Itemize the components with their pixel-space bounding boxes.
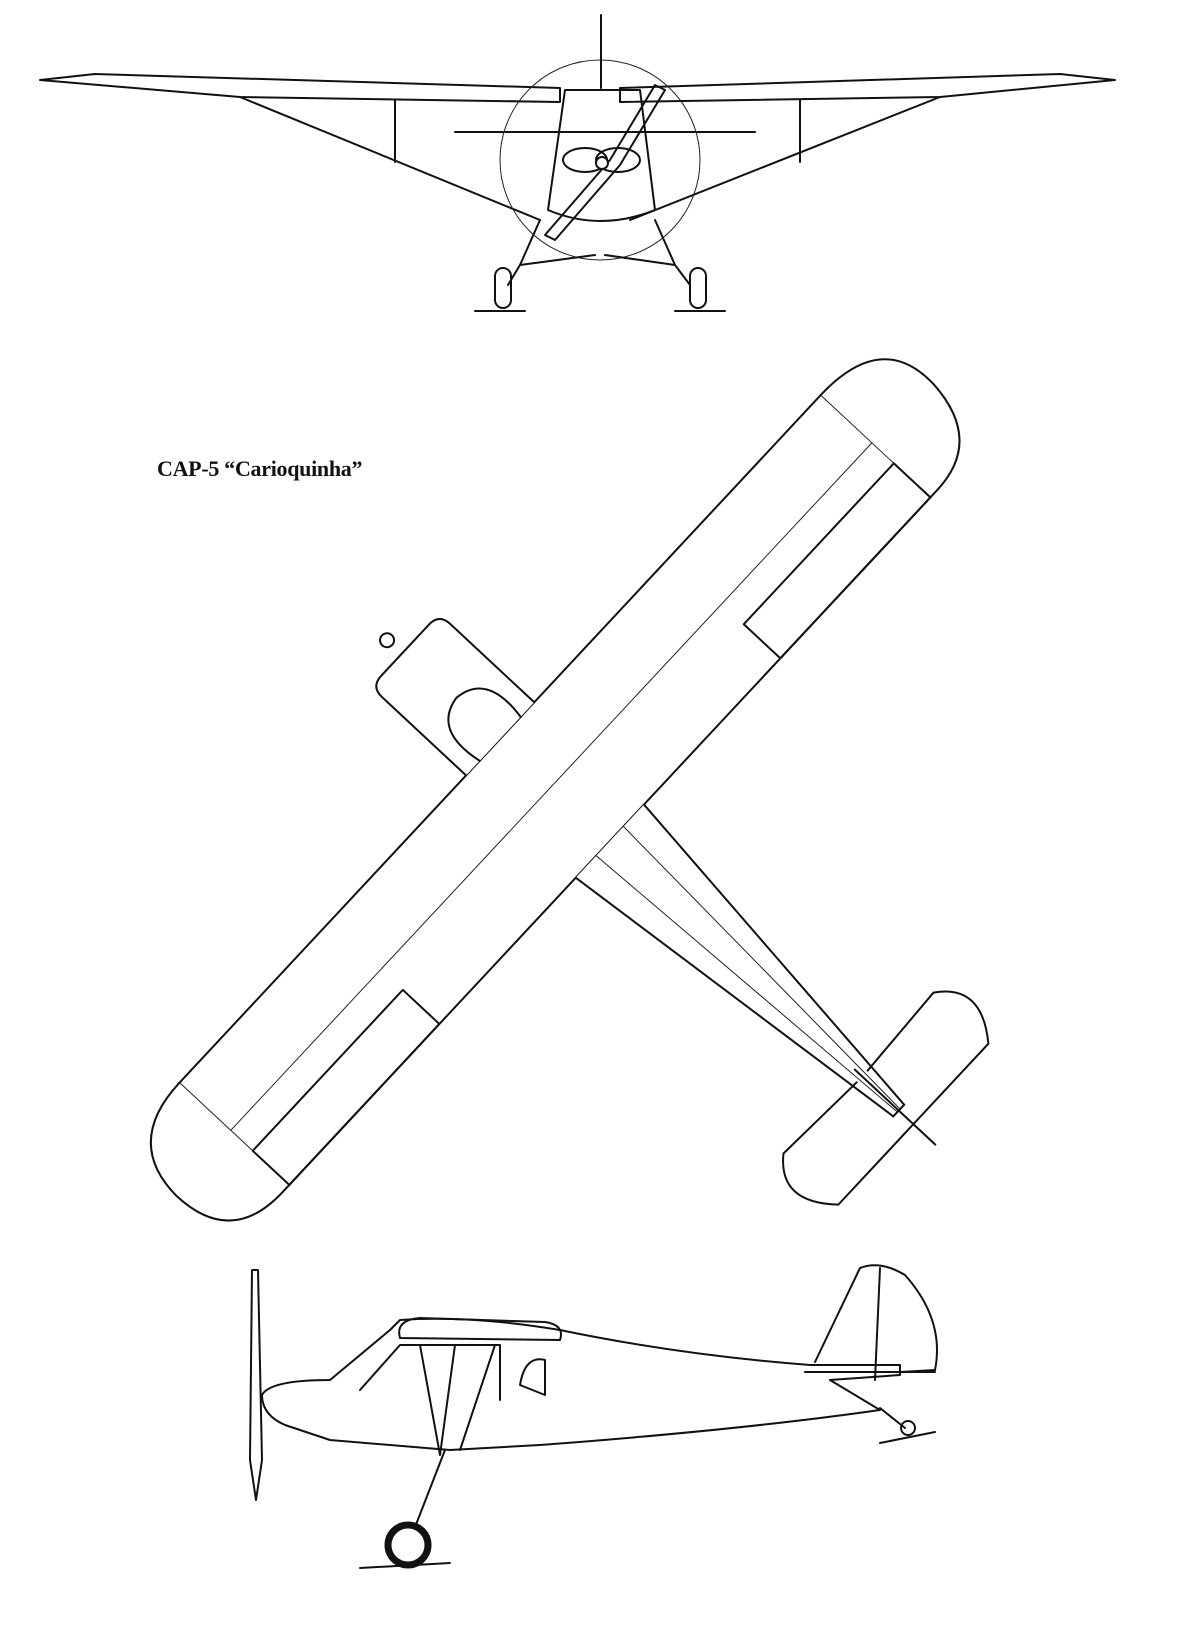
right-aileron bbox=[742, 462, 932, 660]
front-right-wheel bbox=[689, 267, 707, 309]
side-wing bbox=[398, 1317, 562, 1341]
side-fuselage bbox=[261, 1317, 901, 1451]
left-aileron bbox=[251, 988, 441, 1186]
front-right-wing bbox=[619, 73, 1116, 103]
side-fin bbox=[814, 1264, 938, 1373]
side-propeller bbox=[249, 1269, 263, 1501]
front-fuselage bbox=[547, 89, 656, 222]
main-wheel bbox=[384, 1521, 432, 1569]
drawing-title: CAP-5 “Carioquinha” bbox=[157, 456, 363, 481]
front-left-wheel bbox=[494, 267, 512, 309]
front-view bbox=[39, 14, 1116, 312]
side-view bbox=[249, 1264, 938, 1569]
top-wing bbox=[149, 358, 961, 1222]
front-propeller bbox=[544, 84, 666, 241]
front-left-wing bbox=[39, 73, 561, 103]
top-fuselage-nose bbox=[375, 617, 535, 777]
top-fuselage-tail bbox=[575, 803, 906, 1118]
top-view bbox=[149, 358, 990, 1222]
